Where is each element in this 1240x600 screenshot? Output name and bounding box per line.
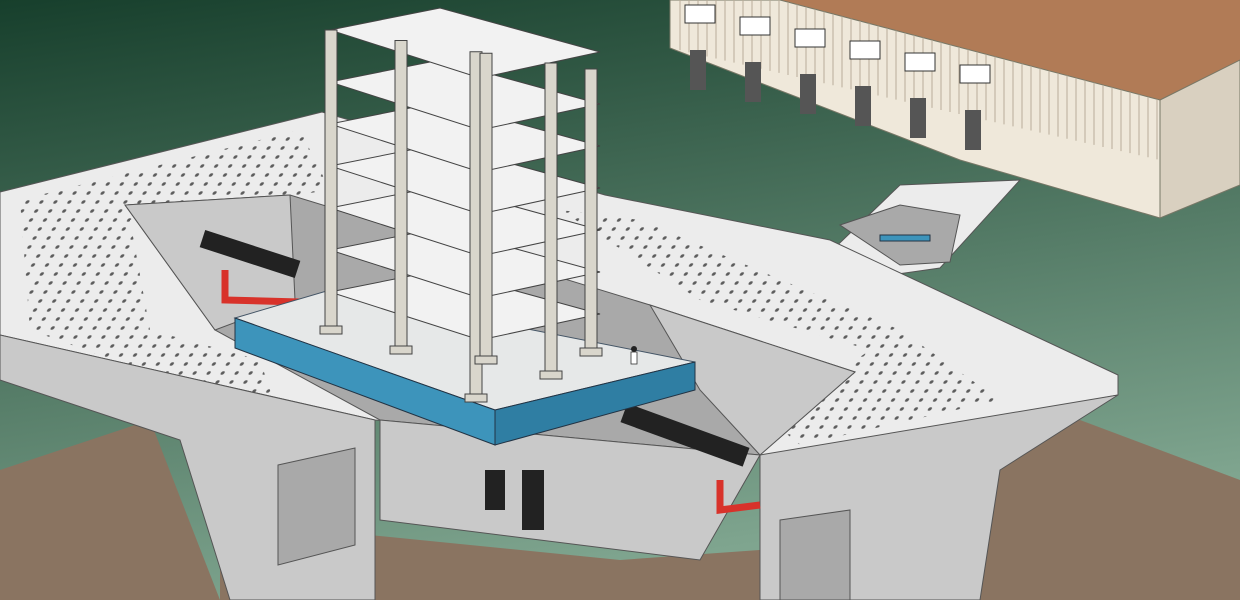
column	[584, 68, 598, 353]
column-base	[464, 393, 488, 403]
door	[965, 110, 981, 150]
person-figure	[630, 346, 638, 365]
window	[959, 64, 991, 84]
reaction-floor-holes	[20, 130, 330, 420]
soil	[0, 420, 220, 600]
column-base	[474, 355, 498, 365]
pipe	[879, 234, 931, 242]
hydraulic-actuator	[620, 403, 761, 514]
column-base	[389, 345, 413, 355]
shake-table-platform	[233, 289, 696, 446]
window	[904, 52, 936, 72]
column	[324, 29, 338, 331]
door	[745, 62, 761, 102]
door	[910, 98, 926, 138]
gallery-opening	[779, 509, 851, 600]
column-base	[579, 347, 603, 357]
vertical-actuator	[485, 470, 544, 530]
window	[849, 40, 881, 60]
column	[544, 62, 558, 376]
column-base	[539, 370, 563, 380]
gallery-opening	[277, 447, 356, 566]
soil	[220, 520, 900, 600]
window	[739, 16, 771, 36]
window	[684, 4, 716, 24]
door	[690, 50, 706, 90]
door	[800, 74, 816, 114]
roof-slab	[328, 7, 601, 79]
test-building-frame	[319, 7, 603, 403]
reaction-floor-holes	[560, 210, 1000, 445]
warehouse	[669, 0, 1240, 219]
door	[855, 86, 871, 126]
column-base	[319, 325, 343, 335]
column	[479, 52, 493, 361]
hydraulic-actuator	[199, 229, 301, 306]
column	[394, 40, 408, 351]
window	[794, 28, 826, 48]
